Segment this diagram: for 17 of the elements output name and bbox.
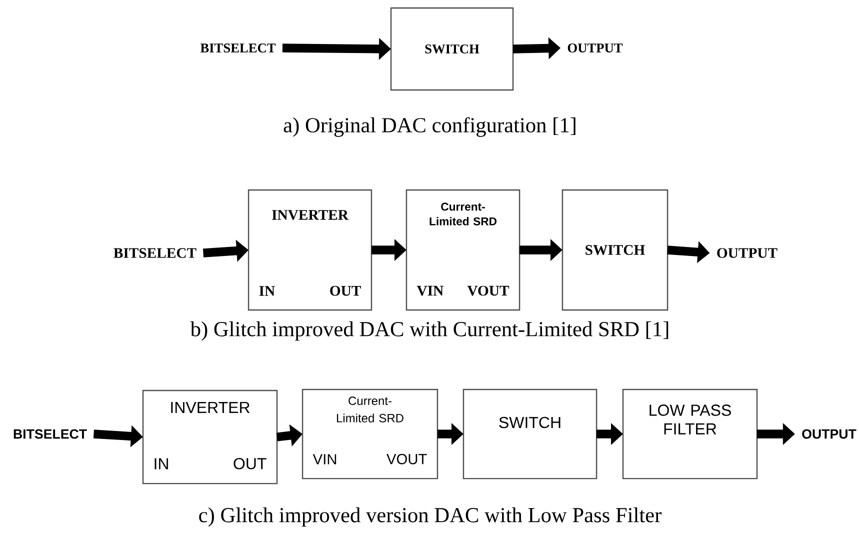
block-box: LOW PASS FILTER <box>622 388 758 480</box>
block-box: SWITCH <box>462 388 598 480</box>
figure-caption: a) Original DAC configuration [1] <box>284 117 576 137</box>
block-box: Current-Limited SRD VIN VOUT <box>302 388 438 480</box>
signal-label: OUTPUT <box>802 429 856 439</box>
block-box: SWITCH <box>562 189 668 311</box>
block-box: INVERTER IN OUT <box>248 189 372 311</box>
signal-label: BITSELECT <box>14 429 87 439</box>
signal-label: BITSELECT <box>200 44 276 52</box>
block-box: Current-Limited SRD VIN VOUT <box>406 189 520 311</box>
signal-label: BITSELECT <box>114 248 196 258</box>
block-box: SWITCH <box>390 7 514 91</box>
figure-caption: c) Glitch improved version DAC with Low Pass Filter <box>199 507 662 527</box>
signal-label: OUTPUT <box>568 44 623 52</box>
figure-caption: b) Glitch improved DAC with Current-Limited SRD [1] <box>190 321 668 341</box>
signal-label: OUTPUT <box>717 248 778 258</box>
block-box: INVERTER IN OUT <box>142 390 278 484</box>
